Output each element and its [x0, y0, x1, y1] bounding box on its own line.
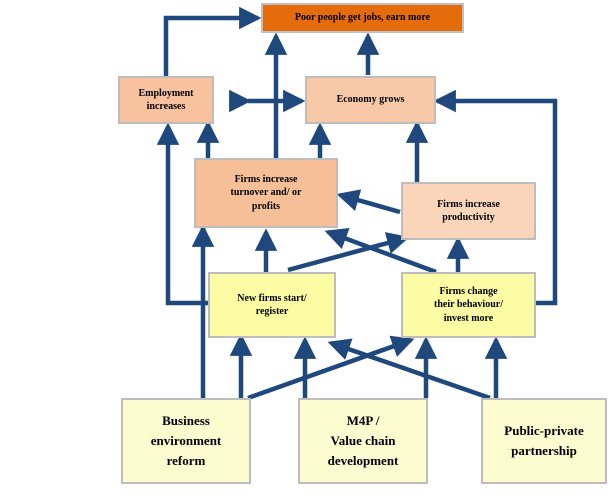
node-public-private-partnership: Public-private partnership: [481, 398, 607, 484]
arrow-firmschange-to-turnover: [324, 228, 437, 275]
node-label: Public-private partnership: [504, 422, 584, 458]
node-firms-change-behaviour: Firms change their behaviour/ invest mor…: [401, 272, 536, 338]
node-label: Firms increase turnover and/ or profits: [230, 173, 302, 212]
arrow-productivity-to-turnover: [336, 189, 401, 215]
node-firms-increase-turnover: Firms increase turnover and/ or profits: [194, 158, 338, 228]
arrow-reform-to-firmschange: [247, 335, 415, 401]
node-label: Employment increases: [138, 87, 194, 113]
node-label: Firms increase productivity: [437, 198, 500, 224]
node-poor-people-earn-more: Poor people get jobs, earn more: [261, 3, 464, 33]
node-employment-increases: Employment increases: [118, 76, 214, 124]
arrow-firmschange-to-economy: [433, 89, 558, 306]
arrow-newfirms-to-employment: [156, 122, 208, 306]
node-label: M4P / Value chain development: [327, 412, 399, 469]
node-label: Economy grows: [336, 94, 405, 106]
node-new-firms-start: New firms start/ register: [208, 272, 336, 338]
node-label: Firms change their behaviour/ invest mor…: [434, 285, 503, 324]
node-firms-increase-productivity: Firms increase productivity: [401, 182, 536, 240]
node-m4p-value-chain: M4P / Value chain development: [298, 398, 428, 484]
node-label: New firms start/ register: [237, 292, 307, 318]
node-label: Business environment reform: [150, 412, 222, 469]
node-label: Poor people get jobs, earn more: [294, 12, 431, 24]
arrow-ppp-to-newfirms: [327, 338, 491, 401]
node-business-environment-reform: Business environment reform: [121, 398, 251, 484]
arrow-newfirms-to-productivity: [287, 232, 410, 273]
arrow-employment-to-poorpeople: [163, 6, 262, 76]
node-economy-grows: Economy grows: [305, 76, 436, 124]
